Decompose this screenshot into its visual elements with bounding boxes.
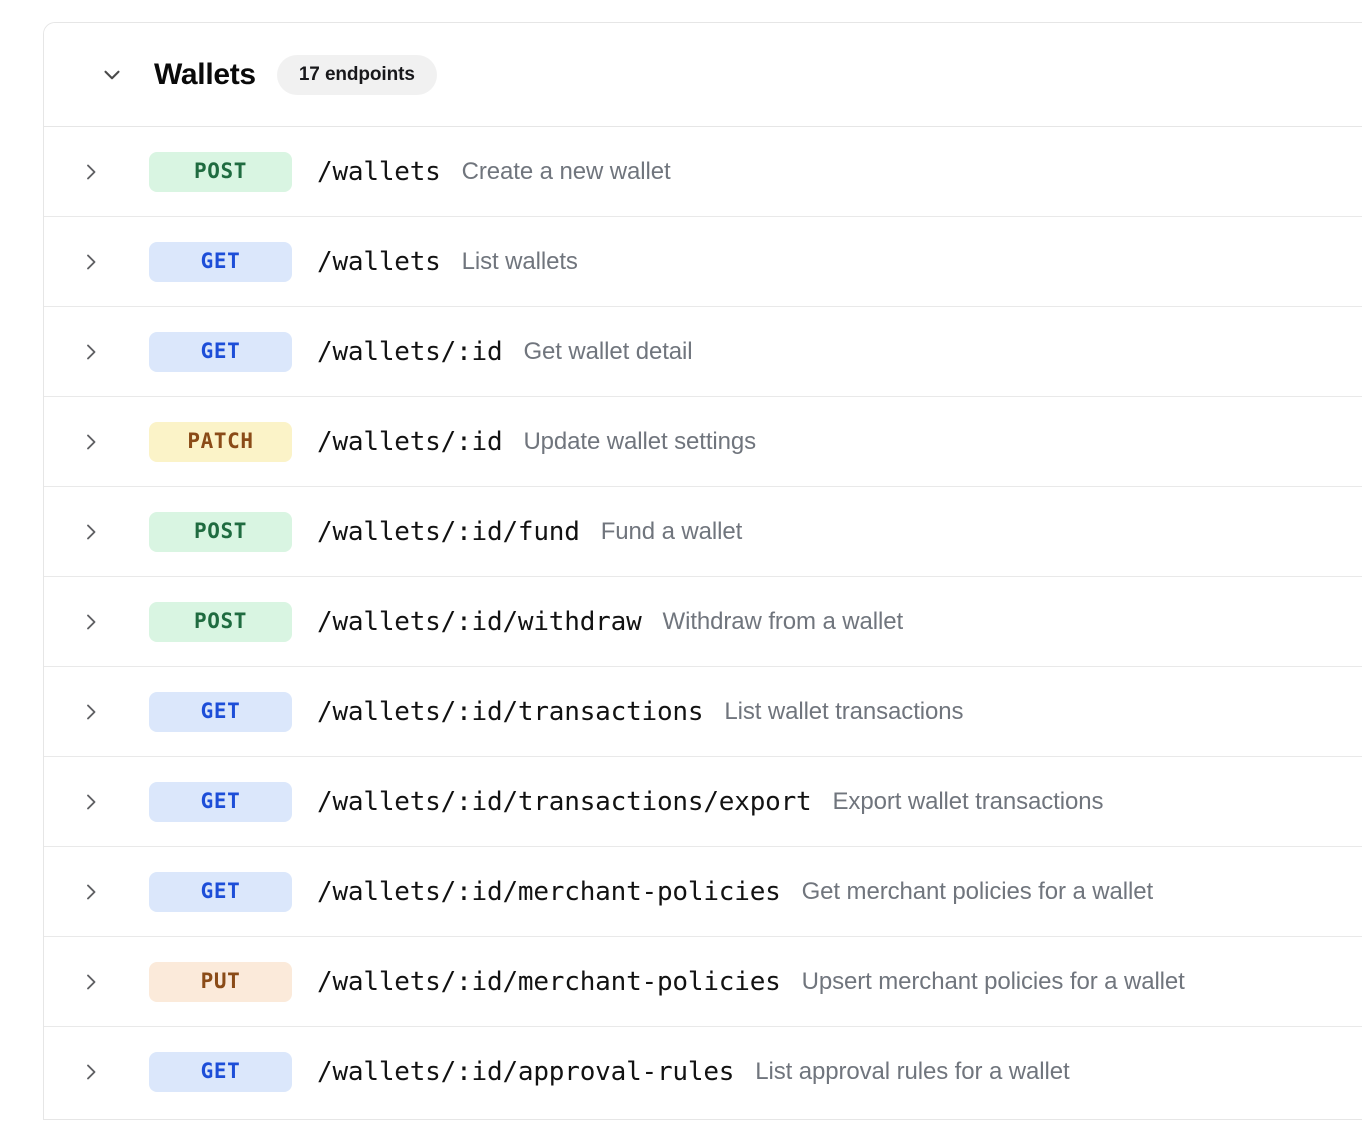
chevron-right-icon[interactable] [80, 971, 102, 993]
endpoint-row[interactable]: GET/wallets/:id Get wallet detail [44, 307, 1362, 397]
endpoint-summary: Update wallet settings [523, 427, 757, 455]
method-badge-put: PUT [149, 961, 292, 1002]
endpoint-summary: Withdraw from a wallet [662, 607, 904, 635]
method-badge-get: GET [149, 691, 292, 732]
endpoint-path: /wallets/:id/approval-rules [317, 1057, 735, 1087]
chevron-right-icon[interactable] [80, 611, 102, 633]
chevron-right-icon[interactable] [80, 521, 102, 543]
chevron-right-icon[interactable] [80, 701, 102, 723]
endpoint-summary: Fund a wallet [600, 517, 743, 545]
chevron-down-icon[interactable] [99, 62, 125, 88]
endpoint-summary: Create a new wallet [461, 157, 671, 185]
method-badge-post: POST [149, 511, 292, 552]
endpoint-row[interactable]: POST/wallets Create a new wallet [44, 127, 1362, 217]
method-badge-get: GET [149, 871, 292, 912]
endpoint-summary: List approval rules for a wallet [755, 1058, 1070, 1085]
endpoint-summary: Get merchant policies for a wallet [801, 877, 1154, 905]
chevron-right-icon[interactable] [80, 341, 102, 363]
endpoint-row[interactable]: PUT/wallets/:id/merchant-policies Upsert … [44, 937, 1362, 1027]
endpoint-path: /wallets/:id/transactions/export [317, 786, 812, 817]
chevron-right-icon[interactable] [80, 791, 102, 813]
endpoint-summary: Upsert merchant policies for a wallet [801, 967, 1185, 995]
endpoint-count-badge: 17 endpoints [276, 54, 437, 95]
endpoint-path: /wallets/:id/withdraw [317, 606, 642, 637]
method-badge-get: GET [149, 1052, 292, 1092]
chevron-right-icon[interactable] [80, 1061, 102, 1083]
endpoint-path: /wallets/:id/transactions [317, 696, 704, 727]
endpoint-row[interactable]: POST/wallets/:id/fund Fund a wallet [44, 487, 1362, 577]
endpoint-summary: Get wallet detail [523, 337, 693, 365]
endpoint-row[interactable]: GET/wallets/:id/merchant-policies Get mer… [44, 847, 1362, 937]
method-badge-post: POST [149, 151, 292, 192]
endpoint-summary: List wallet transactions [724, 697, 964, 725]
endpoint-path: /wallets/:id [317, 426, 503, 457]
method-badge-get: GET [149, 781, 292, 822]
chevron-right-icon[interactable] [80, 881, 102, 903]
endpoint-group-card: Wallets 17 endpoints POST/wallets Create … [43, 22, 1362, 1120]
endpoint-group-header[interactable]: Wallets 17 endpoints [44, 23, 1362, 127]
endpoint-summary: Export wallet transactions [832, 787, 1104, 815]
method-badge-patch: PATCH [149, 421, 292, 462]
endpoint-path: /wallets [317, 246, 441, 277]
chevron-right-icon[interactable] [80, 251, 102, 273]
endpoint-row[interactable]: POST/wallets/:id/withdraw Withdraw from a… [44, 577, 1362, 667]
endpoint-row[interactable]: GET/wallets List wallets [44, 217, 1362, 307]
endpoint-row[interactable]: GET/wallets/:id/transactions/export Expor… [44, 757, 1362, 847]
endpoint-row[interactable]: GET/wallets/:id/transactions List wallet … [44, 667, 1362, 757]
endpoint-path: /wallets/:id/merchant-policies [317, 966, 781, 997]
chevron-right-icon[interactable] [80, 161, 102, 183]
endpoint-path: /wallets/:id/merchant-policies [317, 876, 781, 907]
endpoint-row[interactable]: GET/wallets/:id/approval-rules List appro… [44, 1027, 1362, 1117]
page-title: Wallets [154, 57, 256, 91]
endpoint-summary: List wallets [461, 247, 578, 275]
endpoint-path: /wallets/:id [317, 336, 503, 367]
endpoint-row[interactable]: PATCH/wallets/:id Update wallet settings [44, 397, 1362, 487]
method-badge-get: GET [149, 331, 292, 372]
endpoint-path: /wallets/:id/fund [317, 516, 580, 547]
method-badge-post: POST [149, 601, 292, 642]
chevron-right-icon[interactable] [80, 431, 102, 453]
endpoint-path: /wallets [317, 156, 441, 187]
method-badge-get: GET [149, 241, 292, 282]
